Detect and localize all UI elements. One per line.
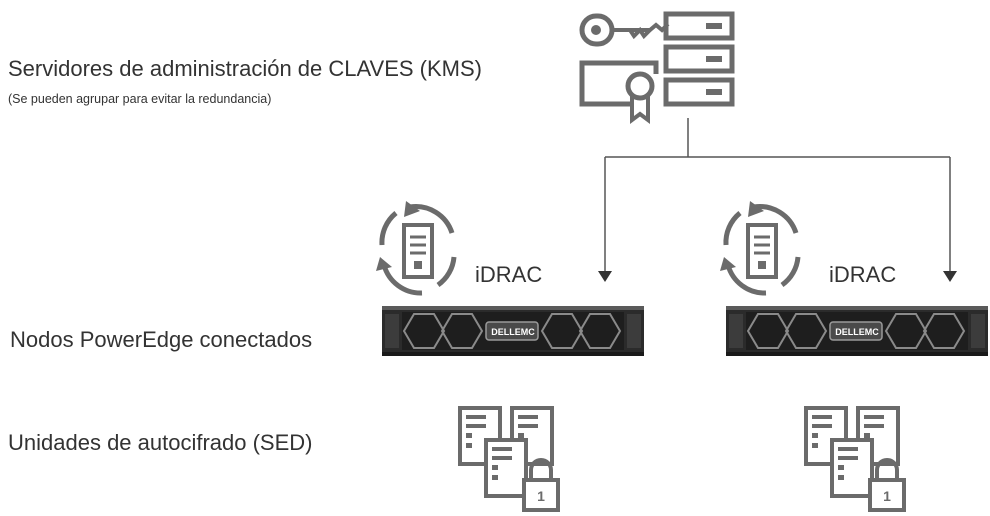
rack-server-icon-1: DELLEMC	[381, 305, 645, 357]
server-logo-1: DELLEMC	[491, 327, 535, 337]
server-logo-2: DELLEMC	[835, 327, 879, 337]
arrow-head-1	[598, 271, 612, 282]
server-stack-icon	[663, 11, 735, 107]
idrac-label-2: iDRAC	[829, 262, 897, 287]
connector-lines	[598, 118, 957, 282]
arrow-head-2	[943, 271, 957, 282]
nodes-label: Nodos PowerEdge conectados	[10, 327, 313, 352]
kms-icon-group	[579, 11, 735, 124]
drive-lock-icon-1: 1	[458, 406, 560, 512]
rack-server-icon-2: DELLEMC	[725, 305, 989, 357]
drive-lock-icon-2: 1	[804, 406, 906, 512]
kms-title: Servidores de administración de CLAVES (…	[8, 56, 483, 81]
idrac-sync-icon-2	[720, 201, 798, 293]
idrac-sync-icon-1	[376, 201, 454, 293]
certificate-icon	[579, 60, 659, 124]
sed-label: Unidades de autocifrado (SED)	[8, 430, 313, 455]
lock-number-1: 1	[537, 488, 545, 504]
idrac-label-1: iDRAC	[475, 262, 543, 287]
lock-number-2: 1	[883, 488, 891, 504]
kms-subtitle: (Se pueden agrupar para evitar la redund…	[8, 92, 272, 106]
key-icon	[579, 13, 670, 47]
